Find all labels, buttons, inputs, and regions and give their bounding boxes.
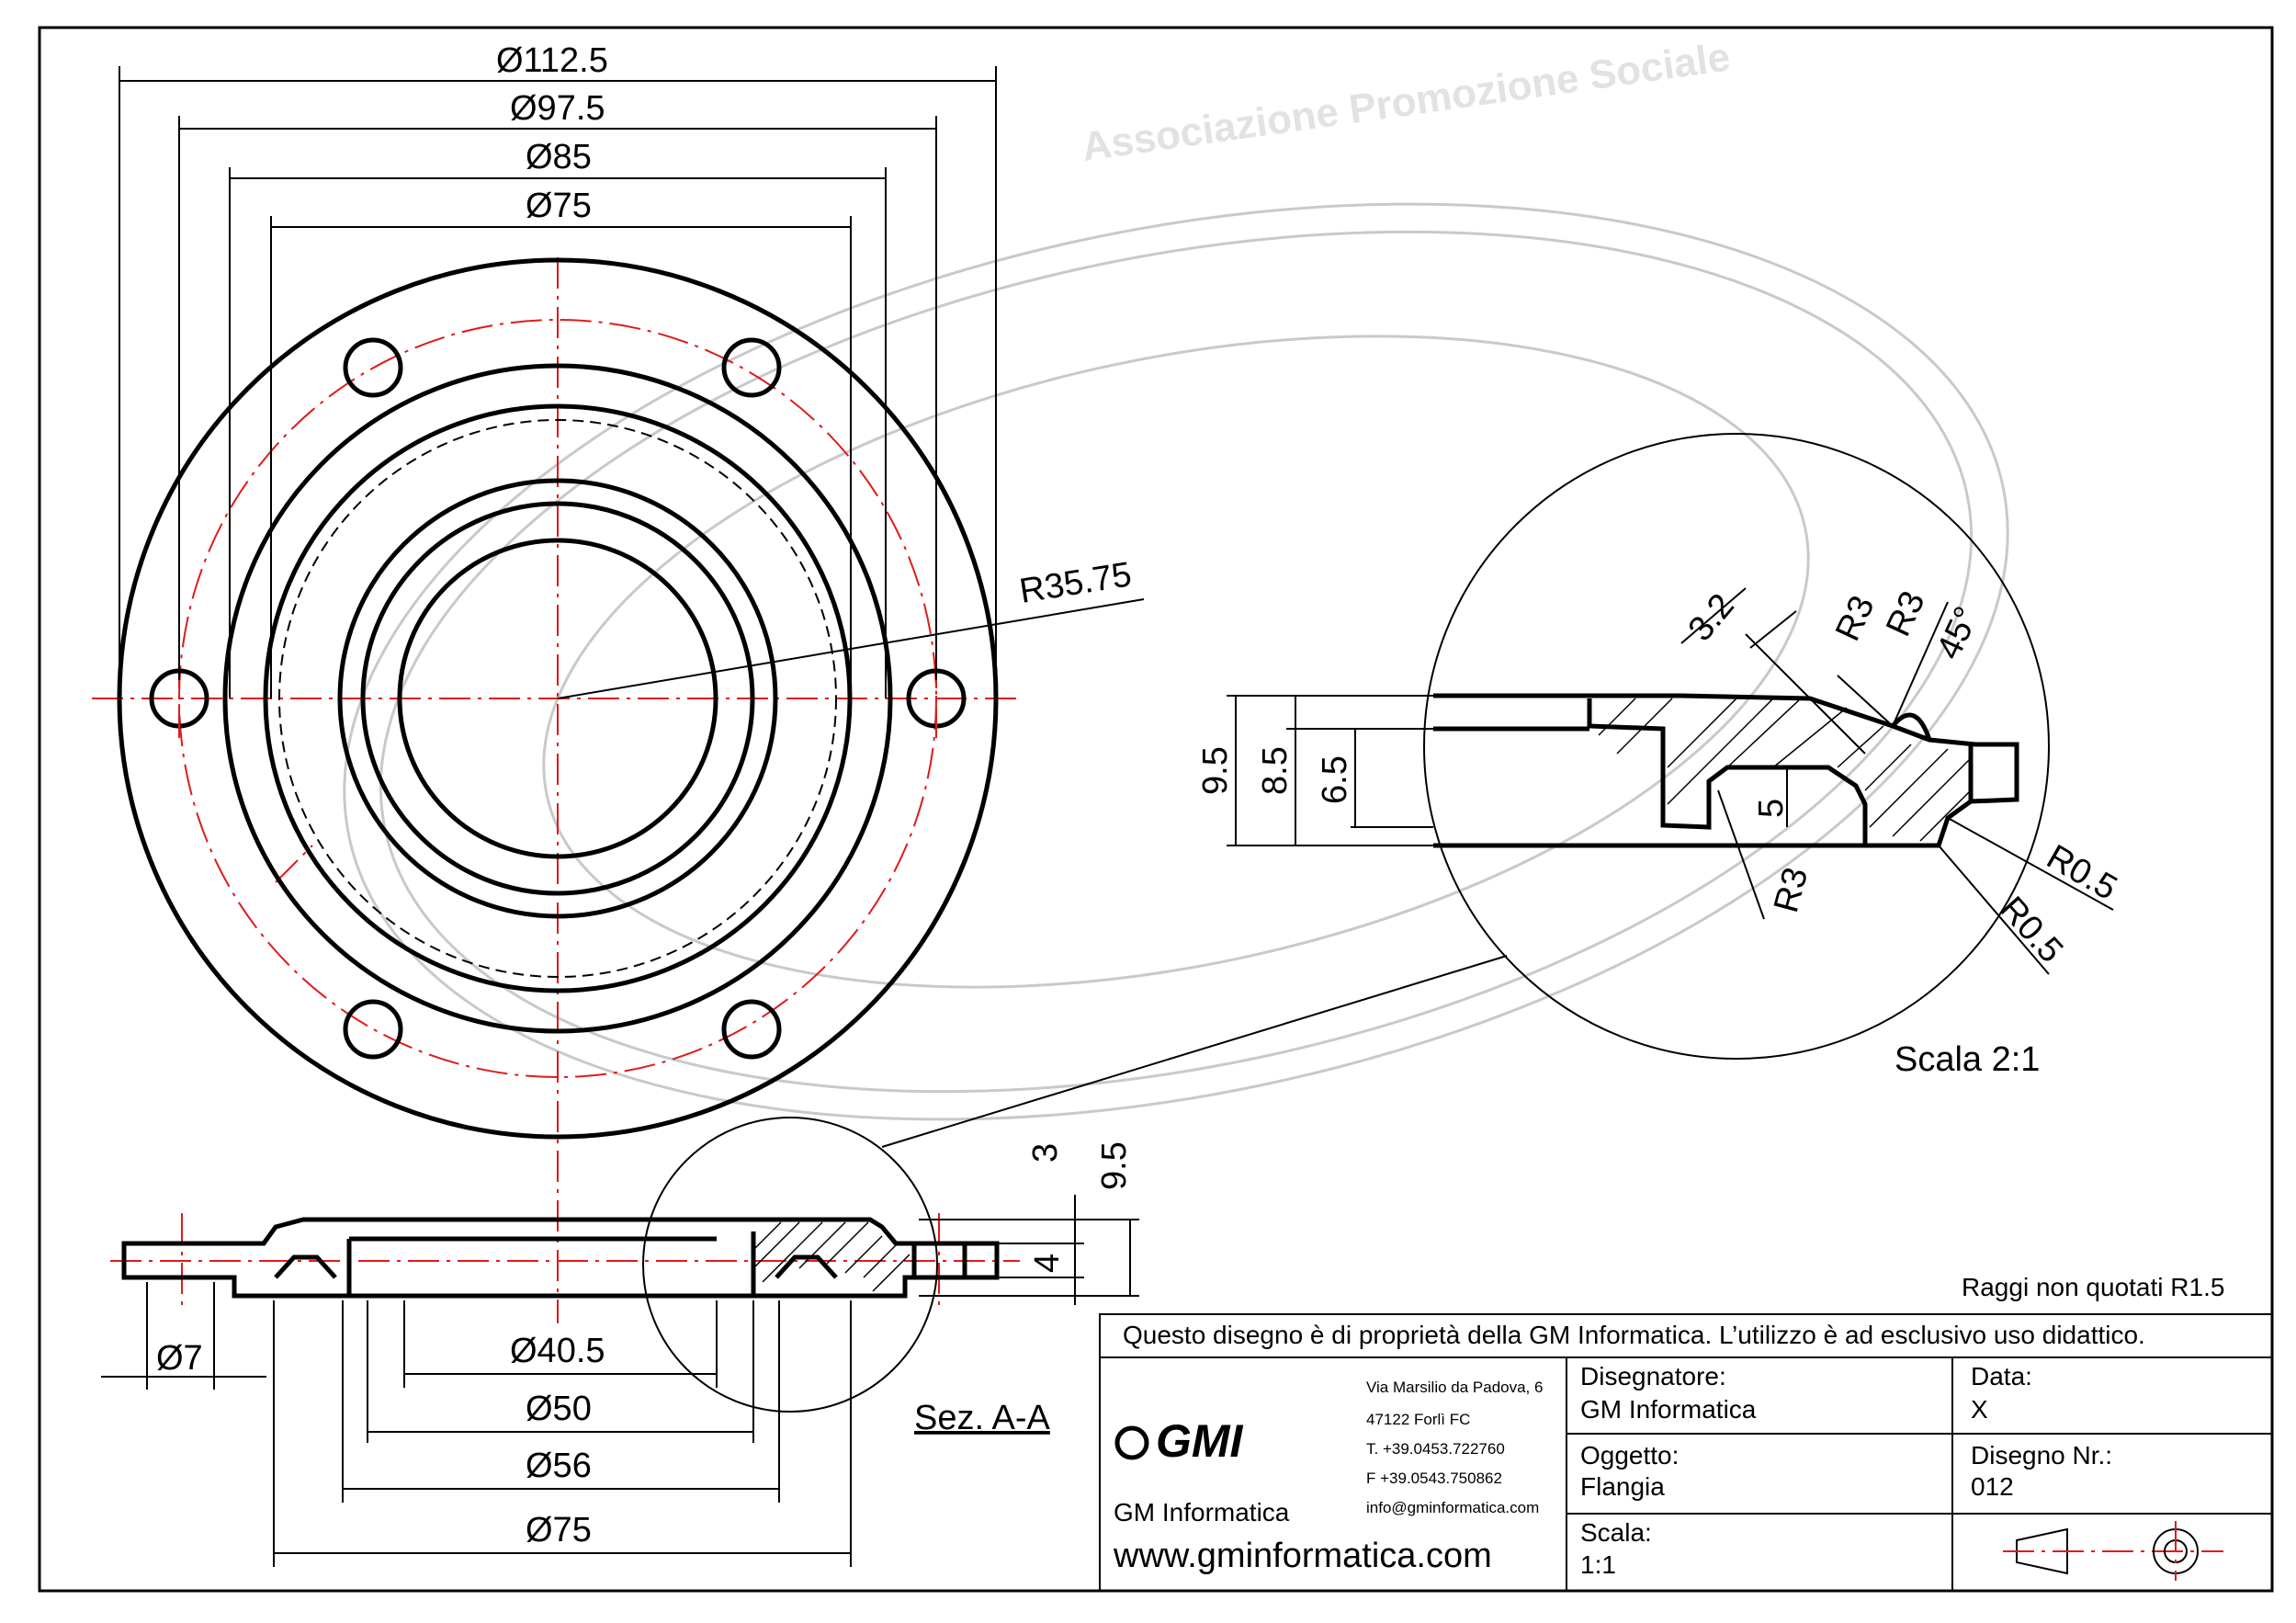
section-profile	[121, 1217, 1000, 1299]
dim-d75: Ø75	[526, 187, 592, 225]
bolt-hole	[343, 337, 403, 398]
dim-section-d56: Ø56	[526, 1447, 592, 1485]
front-dimensions: Ø112.5 Ø97.5 Ø85 Ø75 R35.75	[119, 41, 1145, 699]
dim-section-d7: Ø7	[156, 1339, 203, 1378]
sheet-border	[38, 26, 2274, 1593]
address-email: info@gminformatica.com	[1366, 1499, 1539, 1516]
dim-detail-h95: 9.5	[1196, 746, 1235, 795]
section-view: Ø7 Ø40.5 Ø50 Ø56 Ø75 3 9.5 4	[101, 955, 1508, 1567]
dim-detail-r3a: R3	[1828, 590, 1883, 647]
address-line-1: Via Marsilio da Padova, 6	[1366, 1379, 1543, 1396]
section-dimensions: Ø7 Ø40.5 Ø50 Ø56 Ø75 3 9.5 4	[101, 1141, 1139, 1567]
address-fax: F +39.0543.750862	[1366, 1470, 1502, 1487]
dim-d85: Ø85	[526, 138, 592, 176]
dim-section-d40: Ø40.5	[510, 1332, 605, 1370]
ownership-header: Questo disegno è di proprietà della GM I…	[1123, 1321, 2145, 1349]
hidden-edge	[278, 419, 837, 978]
dim-detail-h85: 8.5	[1256, 746, 1295, 795]
projection-symbol-icon	[2003, 1521, 2223, 1581]
company-website: www.gminformatica.com	[1113, 1537, 1492, 1575]
dim-detail-r05b: R0.5	[1992, 890, 2070, 970]
detail-scale-label: Scala 2:1	[1894, 1040, 2040, 1079]
dim-section-d75: Ø75	[526, 1511, 592, 1549]
dim-r35: R35.75	[1017, 555, 1135, 611]
front-view: Ø112.5 Ø97.5 Ø85 Ø75 R35.75	[92, 41, 1145, 1323]
date-value: X	[1971, 1395, 1988, 1424]
watermark-text: Associazione Promozione Sociale	[1080, 34, 1733, 170]
dim-d112: Ø112.5	[496, 41, 608, 80]
object-value: Flangia	[1580, 1472, 1665, 1501]
dim-section-h95: 9.5	[1095, 1141, 1134, 1190]
address-phone: T. +39.0453.722760	[1366, 1440, 1505, 1458]
section-label: Sez. A-A	[914, 1399, 1050, 1437]
dim-detail-w32: 3.2	[1681, 586, 1742, 648]
drawing-no-value: 012	[1971, 1472, 2014, 1501]
dim-detail-h65: 6.5	[1316, 755, 1354, 804]
drawing-no-label: Disegno Nr.:	[1971, 1441, 2112, 1470]
detail-callout-circle	[642, 1117, 938, 1413]
object-label: Oggetto:	[1580, 1441, 1679, 1470]
bolt-hole	[343, 999, 403, 1060]
detail-circle	[1423, 433, 2050, 1060]
bolt-holes	[149, 337, 967, 1060]
hub-edge	[222, 363, 893, 1034]
logo-text: GMI	[1156, 1415, 1244, 1467]
detail-hatch	[1598, 698, 1972, 842]
address-line-2: 47122 Forlì FC	[1366, 1411, 1470, 1428]
company-name: GM Informatica	[1114, 1498, 1290, 1527]
dim-detail-r3c: R3	[1767, 864, 1815, 917]
dim-section-d50: Ø50	[526, 1390, 592, 1428]
dim-section-h3: 3	[1026, 1143, 1065, 1163]
bolt-hole	[721, 999, 782, 1060]
dim-d97: Ø97.5	[510, 89, 605, 128]
title-block: Questo disegno è di proprietà della GM I…	[1099, 1313, 2273, 1592]
scale-value: 1:1	[1580, 1550, 1616, 1579]
bolt-hole	[721, 337, 782, 398]
dim-detail-r3b: R3	[1879, 585, 1933, 642]
detail-profile	[1433, 693, 2019, 848]
bore-edge	[397, 538, 718, 859]
unspecified-radii-note: Raggi non quotati R1.5	[1962, 1273, 2224, 1301]
detail-view: 9.5 8.5 6.5 5 3.2 R3 R3 45° R3 R0.5 R0.5…	[1196, 433, 2124, 1079]
dim-detail-r05a: R0.5	[2041, 837, 2124, 908]
designer-label: Disegnatore:	[1580, 1362, 1726, 1390]
dim-detail-v5: 5	[1752, 799, 1791, 818]
designer-value: GM Informatica	[1580, 1395, 1757, 1424]
company-logo: GMI	[1114, 1415, 1244, 1467]
date-label: Data:	[1971, 1362, 2032, 1390]
scale-label: Scala:	[1580, 1518, 1652, 1547]
dim-section-h4: 4	[1028, 1254, 1067, 1273]
section-hatch	[752, 1221, 910, 1292]
